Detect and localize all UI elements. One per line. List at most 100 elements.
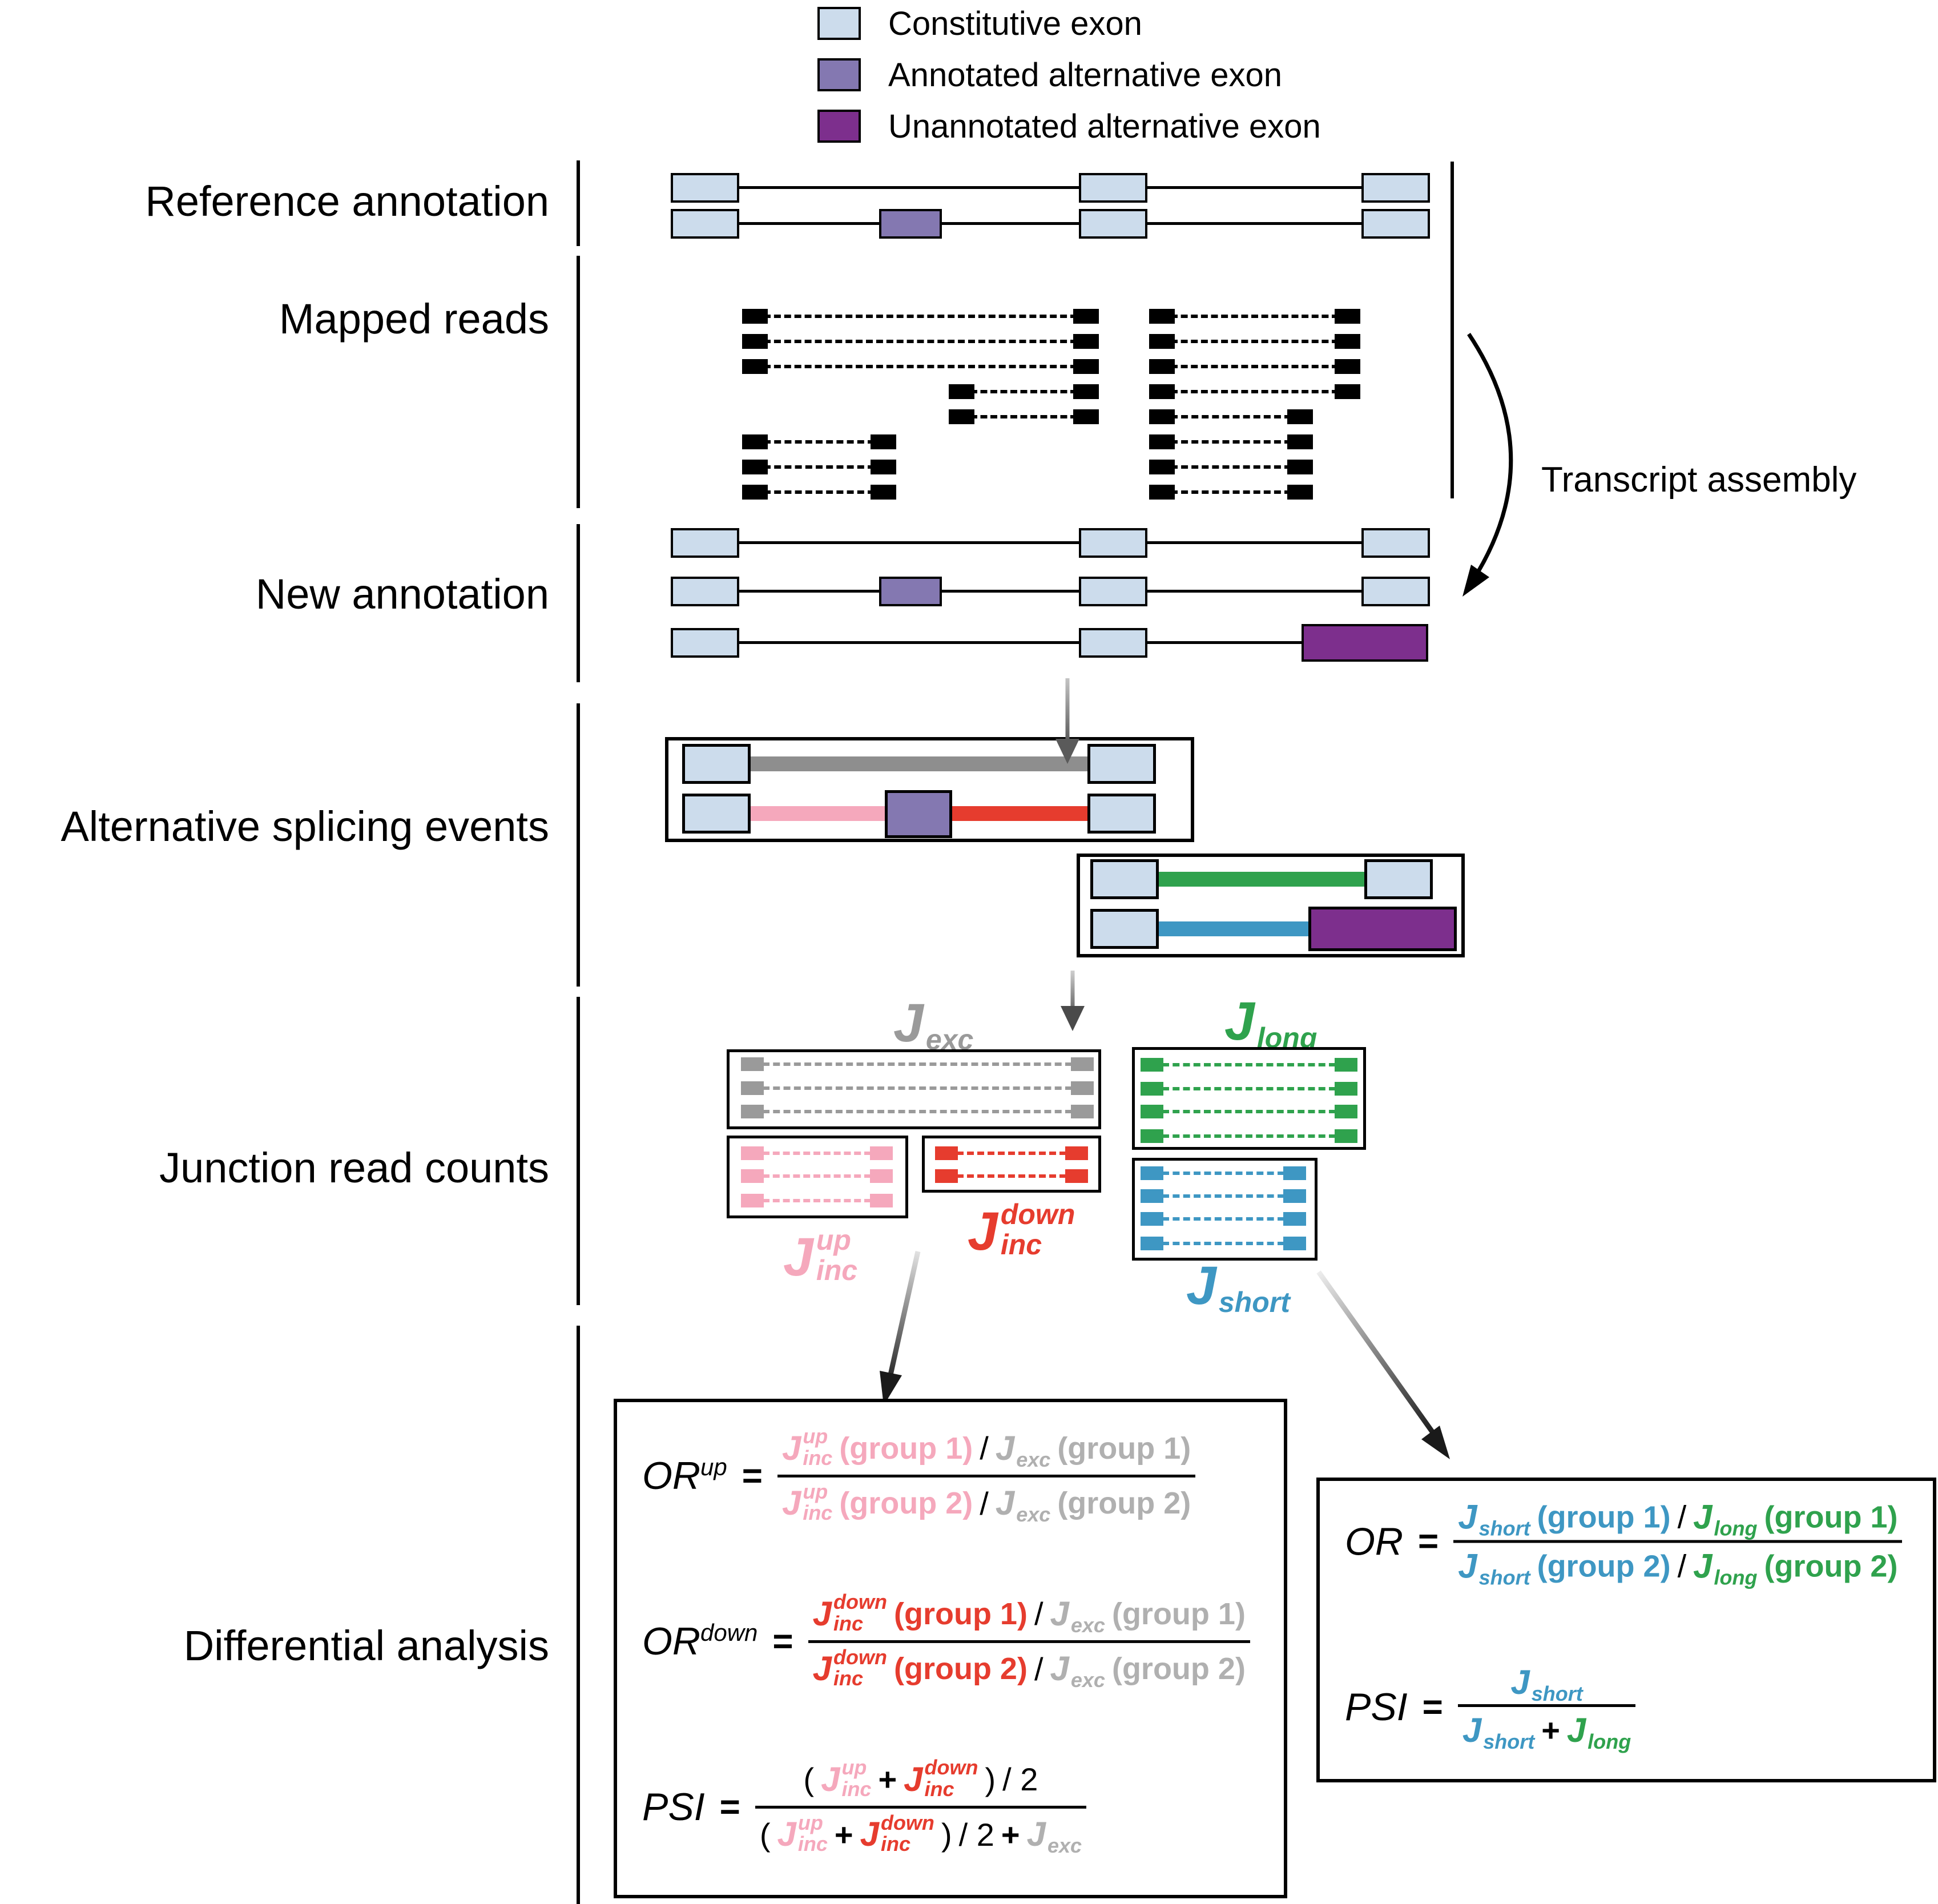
- section-label-reference: Reference annotation: [145, 178, 549, 225]
- divider-junctions: [577, 997, 580, 1305]
- exon: [671, 173, 739, 203]
- intron-line: [739, 186, 1079, 189]
- exon: [1361, 577, 1430, 606]
- junction-read-exc: [741, 1081, 1094, 1095]
- intron-line: [1147, 590, 1361, 593]
- transcript-assembly-arrow: [1464, 333, 1513, 592]
- junction-read-inc-down: [935, 1146, 1088, 1160]
- intron-line: [739, 590, 879, 593]
- junction-read-inc-up: [741, 1194, 893, 1207]
- mapped-read: [742, 485, 896, 500]
- arrow-to-right-formulas: [1316, 1270, 1436, 1436]
- junction-bar-short: [1159, 921, 1308, 936]
- mapped-read: [742, 460, 896, 474]
- junction-read-short: [1141, 1189, 1306, 1203]
- section-label-new-annotation: New annotation: [255, 570, 549, 618]
- junction-bar-inclusion-down: [952, 806, 1087, 821]
- unannotated-alt-exon: [1302, 624, 1428, 662]
- exon: [1361, 209, 1430, 239]
- junction-bar-long: [1159, 872, 1364, 887]
- junction-read-exc: [741, 1057, 1094, 1071]
- intron-line: [739, 222, 879, 225]
- arrow-to-left-formulas: [888, 1251, 921, 1375]
- psi-lhs: PSI: [642, 1785, 705, 1829]
- or-down-lhs: ORdown: [642, 1619, 758, 1663]
- mapped-read: [1149, 460, 1313, 474]
- unannotated-alt-exon: [1308, 907, 1457, 951]
- legend-swatch-unannotated: [817, 110, 861, 143]
- intron-line: [1147, 541, 1361, 544]
- transcript-assembly-label: Transcript assembly: [1541, 460, 1857, 500]
- exon: [1361, 173, 1430, 203]
- exon: [671, 628, 739, 658]
- exon: [1361, 528, 1430, 558]
- transcript-assembly-arrowhead: [1462, 565, 1489, 597]
- mapped-read: [1149, 309, 1360, 324]
- arrowhead-right-formulas: [1421, 1426, 1450, 1459]
- junction-read-long: [1141, 1129, 1357, 1143]
- or-up-lhs: ORup: [642, 1454, 727, 1498]
- section-label-events: Alternative splicing events: [61, 803, 549, 850]
- mapped-read: [1149, 485, 1313, 500]
- intron-line: [942, 590, 1079, 593]
- exon: [1090, 859, 1159, 899]
- legend-label-constitutive: Constitutive exon: [888, 5, 1142, 42]
- exon: [1087, 744, 1156, 784]
- intron-line: [739, 641, 1079, 644]
- junction-read-short: [1141, 1237, 1306, 1250]
- legend-swatch-annotated: [817, 58, 861, 91]
- mapped-read: [949, 384, 1099, 399]
- exon: [1090, 909, 1159, 949]
- mapped-read: [949, 409, 1099, 424]
- mapped-read: [1149, 434, 1313, 449]
- down-arrowhead-2: [1061, 1006, 1085, 1031]
- junction-read-long: [1141, 1082, 1357, 1096]
- exon: [1079, 528, 1147, 558]
- mapped-read: [1149, 359, 1360, 374]
- mapped-read: [1149, 409, 1313, 424]
- or-lhs: OR: [1345, 1520, 1403, 1563]
- exon: [1079, 628, 1147, 658]
- divider-new-annotation: [577, 524, 580, 682]
- exon: [671, 577, 739, 606]
- divider-differential: [577, 1326, 580, 1904]
- mapped-read: [742, 434, 896, 449]
- junction-bar-inclusion-up: [751, 806, 885, 821]
- exon: [671, 209, 739, 239]
- mapped-read: [742, 334, 1099, 349]
- junction-bar-exclusion: [751, 756, 1087, 771]
- divider-reference: [577, 160, 580, 246]
- junction-read-inc-up: [741, 1146, 893, 1160]
- legend-label-unannotated: Unannotated alternative exon: [888, 107, 1321, 145]
- annotated-alt-exon: [879, 577, 942, 606]
- junction-read-long: [1141, 1105, 1357, 1118]
- legend-swatch-constitutive: [817, 7, 861, 40]
- exon: [1079, 577, 1147, 606]
- divider-events: [577, 703, 580, 987]
- intron-line: [1147, 641, 1302, 644]
- exon: [682, 744, 751, 784]
- section-label-junctions: Junction read counts: [159, 1144, 549, 1191]
- legend-label-annotated: Annotated alternative exon: [888, 56, 1283, 94]
- junction-read-inc-up: [741, 1169, 893, 1183]
- exon: [1087, 794, 1156, 834]
- intron-line: [942, 222, 1079, 225]
- annotated-alt-exon: [879, 209, 942, 239]
- section-label-differential: Differential analysis: [183, 1622, 549, 1669]
- junction-read-long: [1141, 1058, 1357, 1072]
- exon: [1079, 209, 1147, 239]
